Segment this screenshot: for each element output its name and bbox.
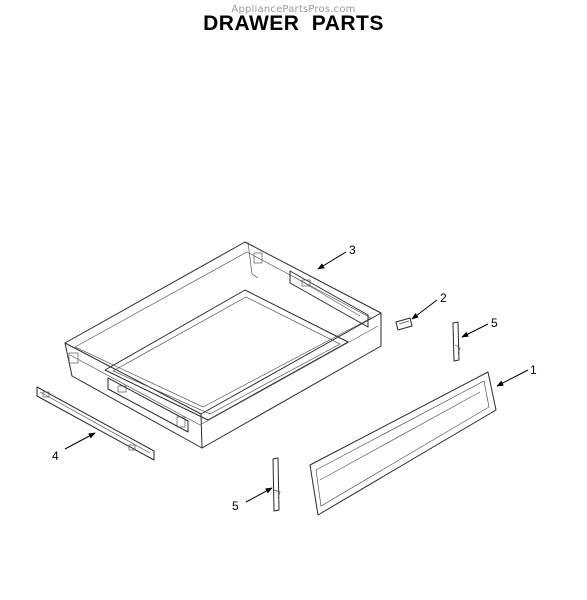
leader-2 [411,299,438,320]
drawer-body [64,241,382,449]
drawer-front-panel [309,371,497,516]
leader-5a [461,323,489,338]
bracket-upper [452,321,461,362]
callout-1: 1 [530,363,537,377]
callout-2: 2 [440,291,447,305]
leader-5b [245,487,273,503]
bracket-lower [272,457,281,512]
callout-5-lower: 5 [232,499,239,513]
drawer-slide [36,386,155,461]
callout-3: 3 [349,243,356,257]
callout-4: 4 [52,449,59,463]
callout-5-upper: 5 [491,316,498,330]
leader-3 [317,251,347,270]
page-title: DRAWER PARTS [203,12,384,35]
clip-part [395,317,413,331]
leader-1 [496,369,529,387]
watermark-text: AppliancePartsPros.com [231,4,356,15]
leader-4 [64,432,96,450]
